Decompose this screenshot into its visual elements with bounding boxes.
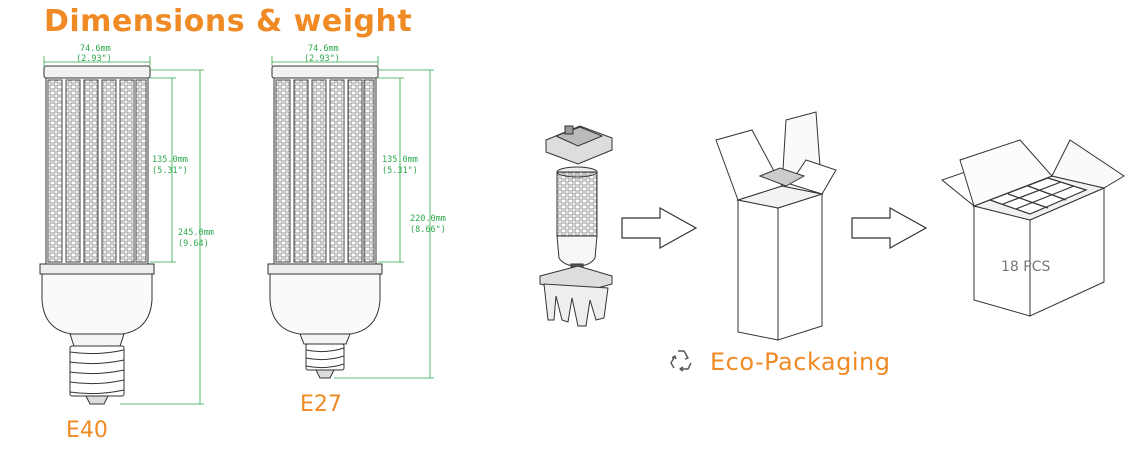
carton-quantity: 18 PCS — [1001, 259, 1051, 275]
bulb-e40 — [39, 65, 155, 405]
variant-label-e27: E27 — [300, 392, 342, 417]
led-strips-e40 — [47, 79, 147, 263]
dimension-lines-e27 — [271, 56, 434, 379]
e40-total-height-mm: 245.0mm — [178, 228, 214, 238]
page-title: Dimensions & weight — [44, 4, 413, 39]
bulb-e27 — [267, 65, 383, 379]
carton-grid — [988, 177, 1088, 215]
e27-width-in: (2.93") — [304, 54, 340, 64]
e40-width-mm: 74.6mm — [80, 44, 111, 54]
dimension-lines-e40 — [43, 56, 204, 405]
base-e27 — [305, 343, 345, 379]
e40-led-height-in: (5.31") — [152, 166, 188, 176]
variant-label-e40: E40 — [66, 418, 108, 443]
e27-width-mm: 74.6mm — [308, 44, 339, 54]
e27-total-height-in: (8.66") — [410, 225, 446, 235]
base-e40 — [69, 345, 125, 405]
recycle-icon — [670, 350, 692, 372]
led-strips-e27 — [275, 79, 375, 263]
arrow-1 — [621, 206, 698, 250]
arrow-2 — [851, 206, 928, 250]
master-carton — [940, 139, 1125, 317]
single-box — [715, 111, 837, 341]
eco-packaging-label: Eco-Packaging — [710, 348, 891, 376]
e27-total-height-mm: 220.0mm — [410, 214, 446, 224]
e40-total-height-in: (9.64) — [178, 239, 209, 249]
packaging-insert-assembly — [539, 125, 613, 327]
e40-led-height-mm: 135.0mm — [152, 155, 188, 165]
e40-width-in: (2.93") — [76, 54, 112, 64]
